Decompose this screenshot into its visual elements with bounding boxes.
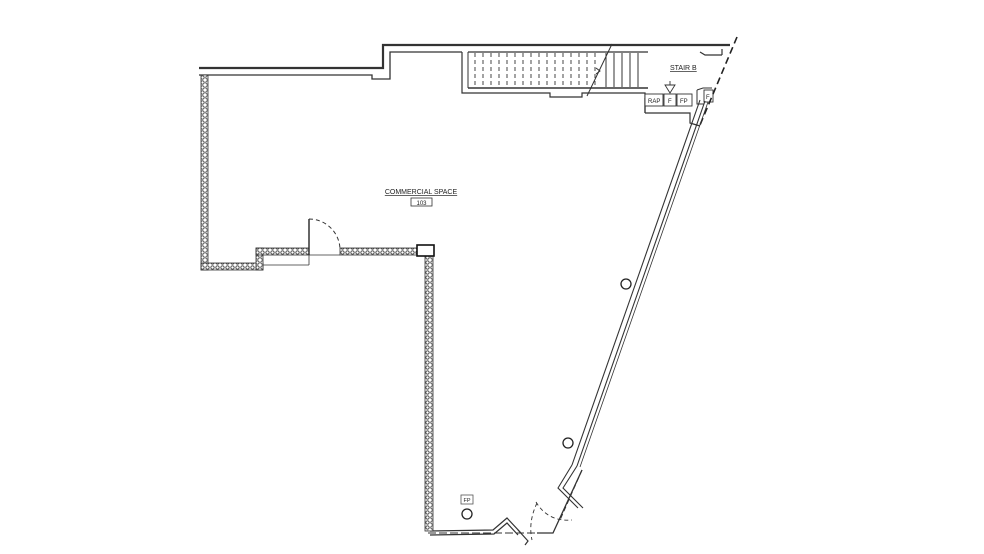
stair-label: STAIR B	[670, 65, 697, 72]
room-number-box	[410, 197, 433, 207]
tag-rap: RAP	[648, 99, 660, 105]
column-circle	[562, 437, 574, 449]
corner-entrance-door	[530, 469, 583, 541]
column-circle	[461, 508, 473, 520]
tag-fp: FP	[680, 99, 688, 105]
tag-fp-bottom: FP	[463, 498, 470, 504]
top-exterior-wall	[199, 43, 730, 113]
top-right-jog	[696, 87, 712, 105]
structural-column	[416, 244, 435, 257]
fire-extinguisher-icon	[664, 81, 676, 94]
room-name: COMMERCIAL SPACE	[385, 189, 458, 196]
tag-f-2: F	[706, 95, 710, 101]
room-number: 103	[416, 201, 427, 207]
hatched-walls	[200, 74, 434, 532]
interior-door	[263, 218, 341, 266]
fp-tag-box	[460, 494, 474, 505]
column-circle	[620, 278, 632, 290]
property-line	[699, 36, 738, 126]
equipment-tags	[644, 89, 714, 107]
bottom-wall	[428, 517, 537, 546]
tag-f: F	[668, 99, 672, 105]
diagonal-storefront-wall	[557, 99, 709, 509]
stair-b	[467, 43, 701, 127]
